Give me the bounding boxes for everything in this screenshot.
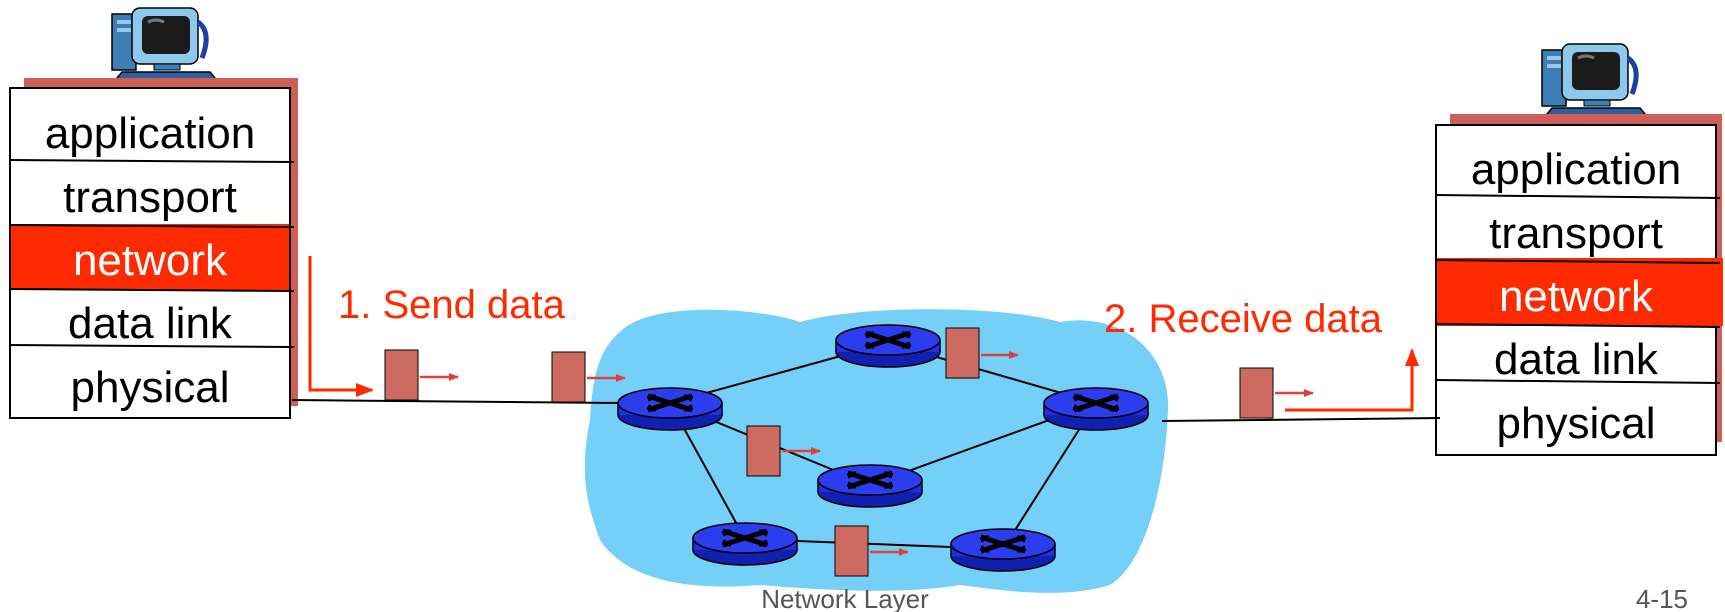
packet (384, 349, 459, 401)
right-layer-transport: transport (1489, 209, 1663, 258)
footer-page-number: 4-15 (1636, 584, 1688, 612)
receive-arrow (1285, 348, 1419, 412)
left-layer-transport: transport (63, 173, 237, 222)
right-layer-application: application (1471, 145, 1681, 194)
router-icon (1044, 388, 1148, 430)
packet (551, 351, 626, 403)
right-protocol-stack: application transport network data link … (1435, 114, 1723, 456)
packet (945, 327, 1019, 379)
right-computer-icon (1542, 44, 1650, 120)
send-data-label: 1. Send data (338, 283, 566, 327)
right-layer-data-link: data link (1494, 335, 1659, 384)
receive-data-label: 2. Receive data (1104, 297, 1383, 341)
left-protocol-stack: application transport network data link … (9, 78, 298, 419)
left-layer-physical: physical (71, 363, 230, 412)
router-icon (818, 465, 922, 507)
datagram-packets (384, 327, 1314, 577)
left-layer-data-link: data link (68, 299, 233, 348)
router-icon (836, 325, 940, 367)
right-network-highlight (1437, 258, 1723, 326)
right-layer-network: network (1499, 272, 1654, 321)
router-icon (951, 529, 1055, 571)
footer-title: Network Layer (761, 584, 929, 612)
router-icon (693, 523, 797, 565)
left-network-highlight (11, 224, 289, 290)
send-arrow (308, 256, 374, 397)
packet (834, 525, 909, 577)
router-icon (618, 388, 722, 430)
right-access-link (1161, 417, 1441, 422)
network-cloud (584, 309, 1169, 593)
packet (1239, 367, 1314, 419)
left-computer-icon (112, 8, 220, 84)
right-layer-physical: physical (1497, 399, 1656, 448)
left-layer-network: network (73, 236, 228, 285)
packet (746, 425, 821, 477)
left-layer-application: application (45, 109, 255, 158)
